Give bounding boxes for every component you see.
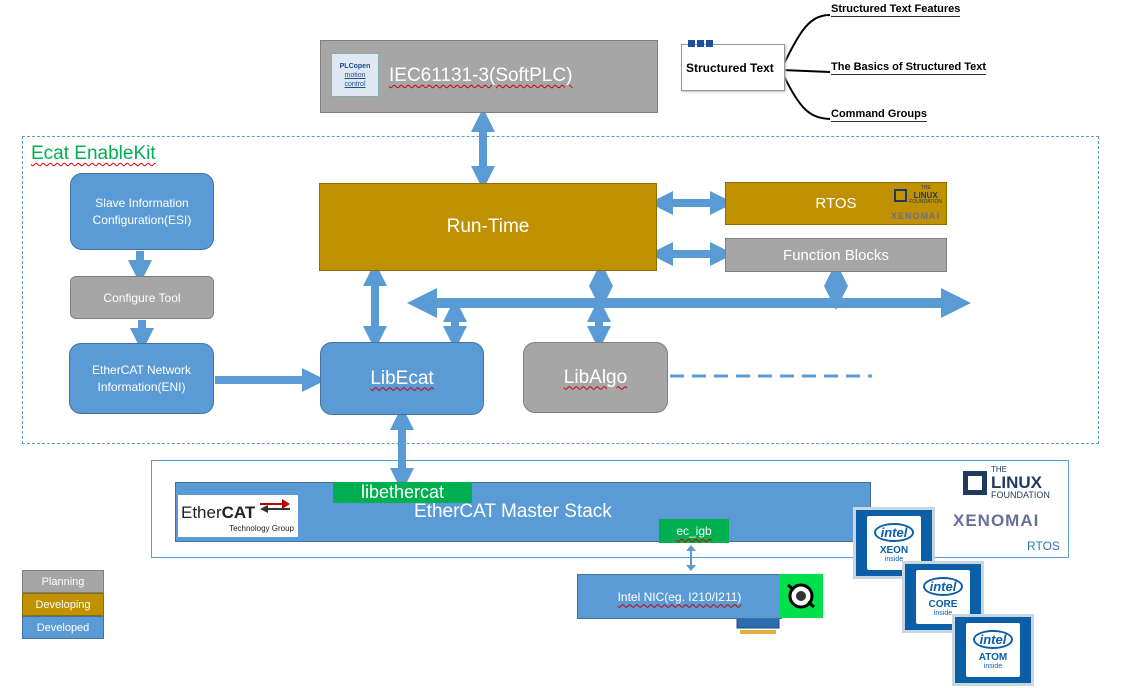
eni-label: EtherCAT Network Information(ENI) <box>92 362 191 394</box>
rtos-box: RTOS THE LINUX FOUNDATION XENOMAI <box>725 182 947 225</box>
plcopen-logo-line3: control <box>344 80 366 88</box>
intel-atom-logo: intel <box>972 630 1014 649</box>
libalgo-label: LibAlgo <box>563 366 628 388</box>
plcopen-logo-line2: motion <box>344 71 366 79</box>
intel-nic-box: Intel NIC(eg. I210/I211) <box>577 574 782 619</box>
runtime-box: Run-Time <box>319 183 657 271</box>
mindmap-branch-2 <box>781 69 831 73</box>
linux-big-foundation: FOUNDATION <box>991 490 1050 500</box>
intel-atom-badge: intel ATOM inside <box>952 614 1034 686</box>
plcopen-logo: PLCopen motion control <box>331 53 379 97</box>
linux-big-the: THE <box>991 465 1007 474</box>
intel-atom-name: ATOM <box>978 652 1008 663</box>
intel-xeon-name: XEON <box>879 545 909 556</box>
legend: Planning Developing Developed <box>22 570 104 639</box>
ethercat-logo: EtherCAT Technology Group <box>178 495 298 537</box>
master-stack-label: EtherCAT Master Stack <box>414 501 612 522</box>
master-stack-box: EtherCAT Master Stack EtherCAT Technolog… <box>175 482 871 542</box>
rtos-label: RTOS <box>1027 539 1060 553</box>
intel-nic-label: Intel NIC(eg. I210/I211) <box>617 589 742 604</box>
master-stack-container <box>151 460 1069 558</box>
runtime-label: Run-Time <box>446 216 530 237</box>
mindmap-item-3: Command Groups <box>831 108 927 122</box>
intel-xeon-sub: inside <box>884 556 904 563</box>
softplc-label: IEC61131-3(SoftPLC) <box>389 65 573 86</box>
intel-xeon-logo: intel <box>873 523 915 542</box>
legend-developing: Developing <box>22 593 104 616</box>
ethercat-logo-cat: CAT <box>221 503 256 522</box>
libecat-label: LibEcat <box>370 367 434 389</box>
xenomai-logo: XENOMAI <box>953 511 1040 530</box>
ec-igb-box: ec_igb <box>659 519 729 543</box>
mindmap-branch-1 <box>781 14 831 69</box>
ec-igb-label: ec_igb <box>676 524 712 538</box>
legend-planning-label: Planning <box>41 575 85 588</box>
libalgo-box: LibAlgo <box>523 342 668 413</box>
enablekit-label: Ecat EnableKit <box>31 143 156 164</box>
legend-developed: Developed <box>22 616 104 639</box>
intel-atom-sub: inside <box>983 663 1003 670</box>
mindmap-branch-3 <box>781 71 831 120</box>
ethercat-logo-arrows <box>260 499 290 513</box>
legend-planning: Planning <box>22 570 104 593</box>
linux-small-foundation: FOUNDATION <box>909 199 942 205</box>
rtos-box-label: RTOS <box>815 195 857 212</box>
linux-big-name: LINUX <box>991 473 1042 492</box>
libecat-box: LibEcat <box>320 342 484 415</box>
configure-tool-label: Configure Tool <box>103 290 181 305</box>
mindmap-center-label: Structured Text <box>686 61 774 75</box>
ethercat-logo-sub: Technology Group <box>229 524 294 533</box>
linux-foundation-square-icon <box>963 470 987 495</box>
configure-tool-box: Configure Tool <box>70 276 214 319</box>
xenomai-small-logo: XENOMAI <box>890 211 940 221</box>
esi-box: Slave Information Configuration(ESI) <box>70 173 214 250</box>
function-blocks-label: Function Blocks <box>783 246 889 264</box>
enablekit-container <box>22 136 1099 444</box>
linux-small-name: LINUX <box>913 191 938 200</box>
plcopen-logo-line1: PLCopen <box>339 62 371 70</box>
ethercat-logo-ether: Ether <box>181 503 222 522</box>
network-cable-icon <box>779 574 823 618</box>
function-blocks-box: Function Blocks <box>725 238 947 272</box>
intel-core-logo: intel <box>922 577 964 596</box>
libethercat-box: libethercat <box>333 482 472 503</box>
intel-core-name: CORE <box>928 599 958 610</box>
intel-xeon-badge: intel XEON inside <box>853 507 935 579</box>
mindmap-item-1: Structured Text Features <box>831 3 961 17</box>
linux-foundation-logo: THE LINUX FOUNDATION <box>963 464 1050 501</box>
linux-foundation-small-logo: THE LINUX FOUNDATION <box>894 185 942 206</box>
esi-label: Slave Information Configuration(ESI) <box>92 195 192 227</box>
mindmap-dots-icon <box>688 40 713 47</box>
legend-developing-label: Developing <box>35 598 91 611</box>
softplc-box: PLCopen motion control IEC61131-3(SoftPL… <box>320 40 658 113</box>
intel-core-sub: inside <box>933 610 953 617</box>
mindmap-center-box: Structured Text <box>681 40 785 91</box>
eni-box: EtherCAT Network Information(ENI) <box>69 343 214 414</box>
mindmap-item-2: The Basics of Structured Text <box>831 61 987 75</box>
linux-small-the: THE <box>920 185 931 191</box>
ethercat-logo-main: EtherCAT <box>181 503 255 523</box>
libethercat-label: libethercat <box>360 482 445 502</box>
legend-developed-label: Developed <box>36 621 90 634</box>
